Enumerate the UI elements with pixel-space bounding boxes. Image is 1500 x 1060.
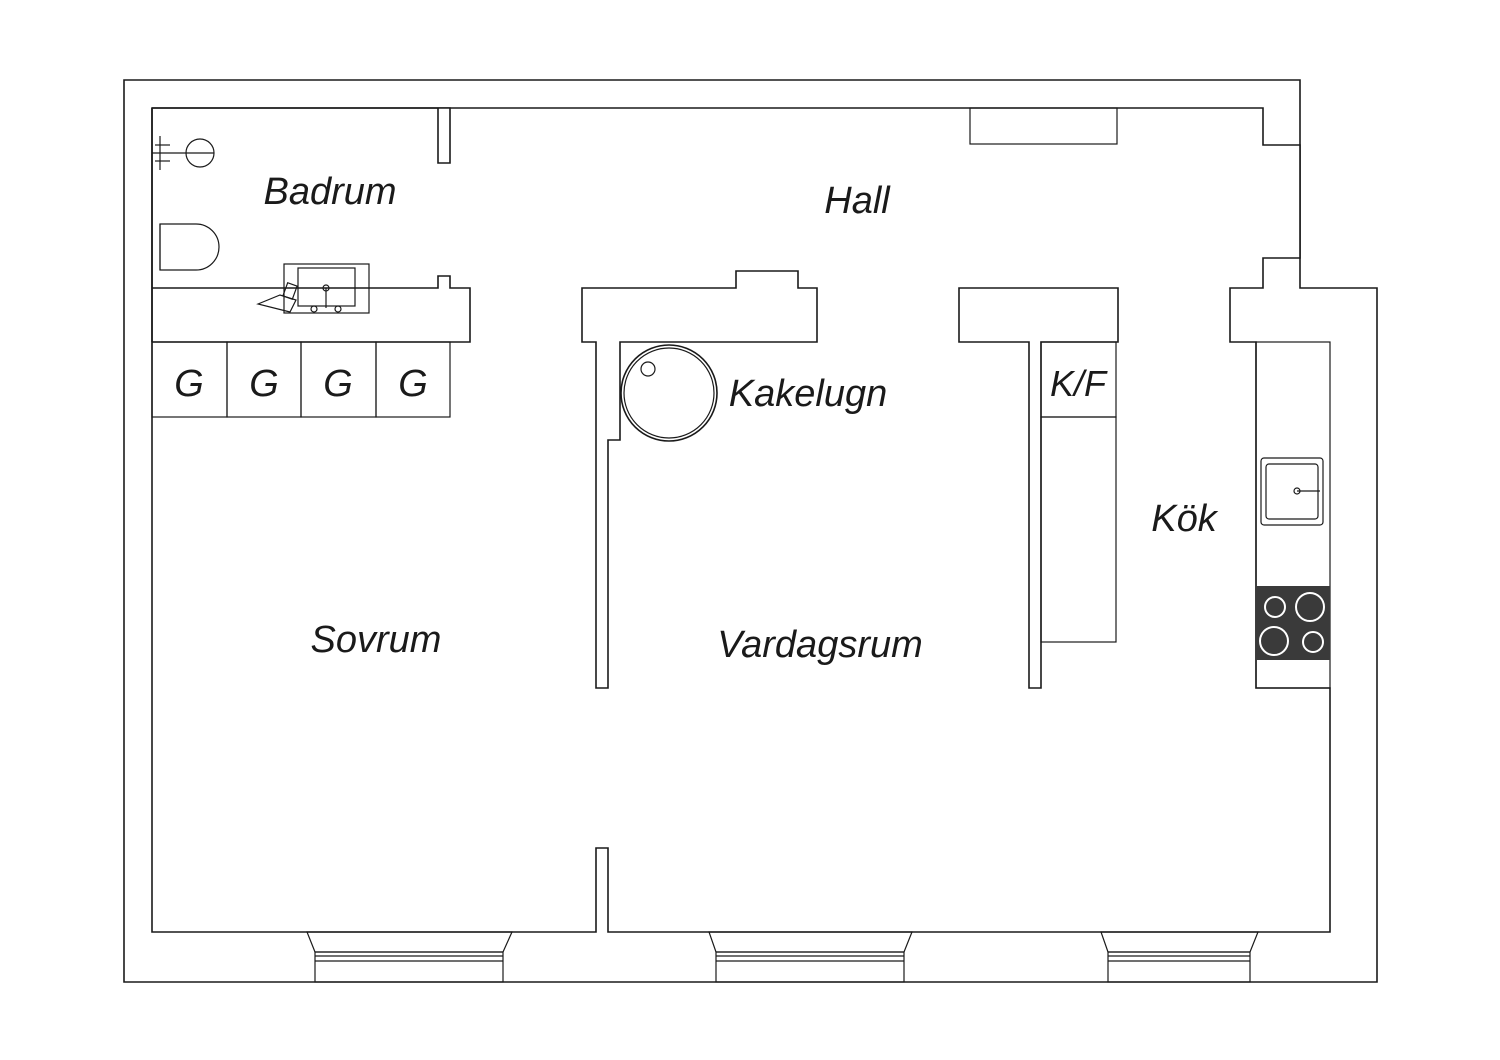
wardrobes: G G G G — [151, 341, 451, 418]
kitchen-counter — [1255, 341, 1331, 689]
toilet-icon — [159, 223, 220, 271]
fridge-freezer: K/F — [1040, 341, 1117, 643]
hall-cabinet — [969, 107, 1118, 145]
wardrobe-label: G — [174, 363, 204, 405]
kitchen-wall — [958, 287, 1119, 689]
wardrobe-label: G — [249, 363, 279, 405]
bathroom-walls — [151, 107, 471, 343]
window-kok — [1100, 931, 1259, 983]
label-kakelugn: Kakelugn — [729, 373, 887, 415]
window-sovrum — [306, 931, 513, 983]
sink-icon — [1260, 457, 1324, 526]
window-vardagsrum — [708, 931, 913, 983]
room-label-badrum: Badrum — [263, 171, 396, 213]
shower-icon — [152, 136, 215, 170]
washbasin-icon — [256, 263, 370, 314]
room-label-hall: Hall — [824, 180, 891, 222]
stove-icon — [1256, 586, 1330, 660]
fridge-freezer-label: K/F — [1050, 363, 1108, 404]
room-label-sovrum: Sovrum — [311, 619, 442, 661]
windows — [306, 931, 1259, 983]
wardrobe-label: G — [398, 363, 428, 405]
room-label-vardagsrum: Vardagsrum — [717, 624, 923, 666]
room-label-kok: Kök — [1151, 498, 1218, 540]
wardrobe-label: G — [323, 363, 353, 405]
wardrobe-4 — [375, 341, 451, 418]
kakelugn-wall — [581, 270, 818, 689]
kakelugn-icon — [620, 344, 718, 442]
